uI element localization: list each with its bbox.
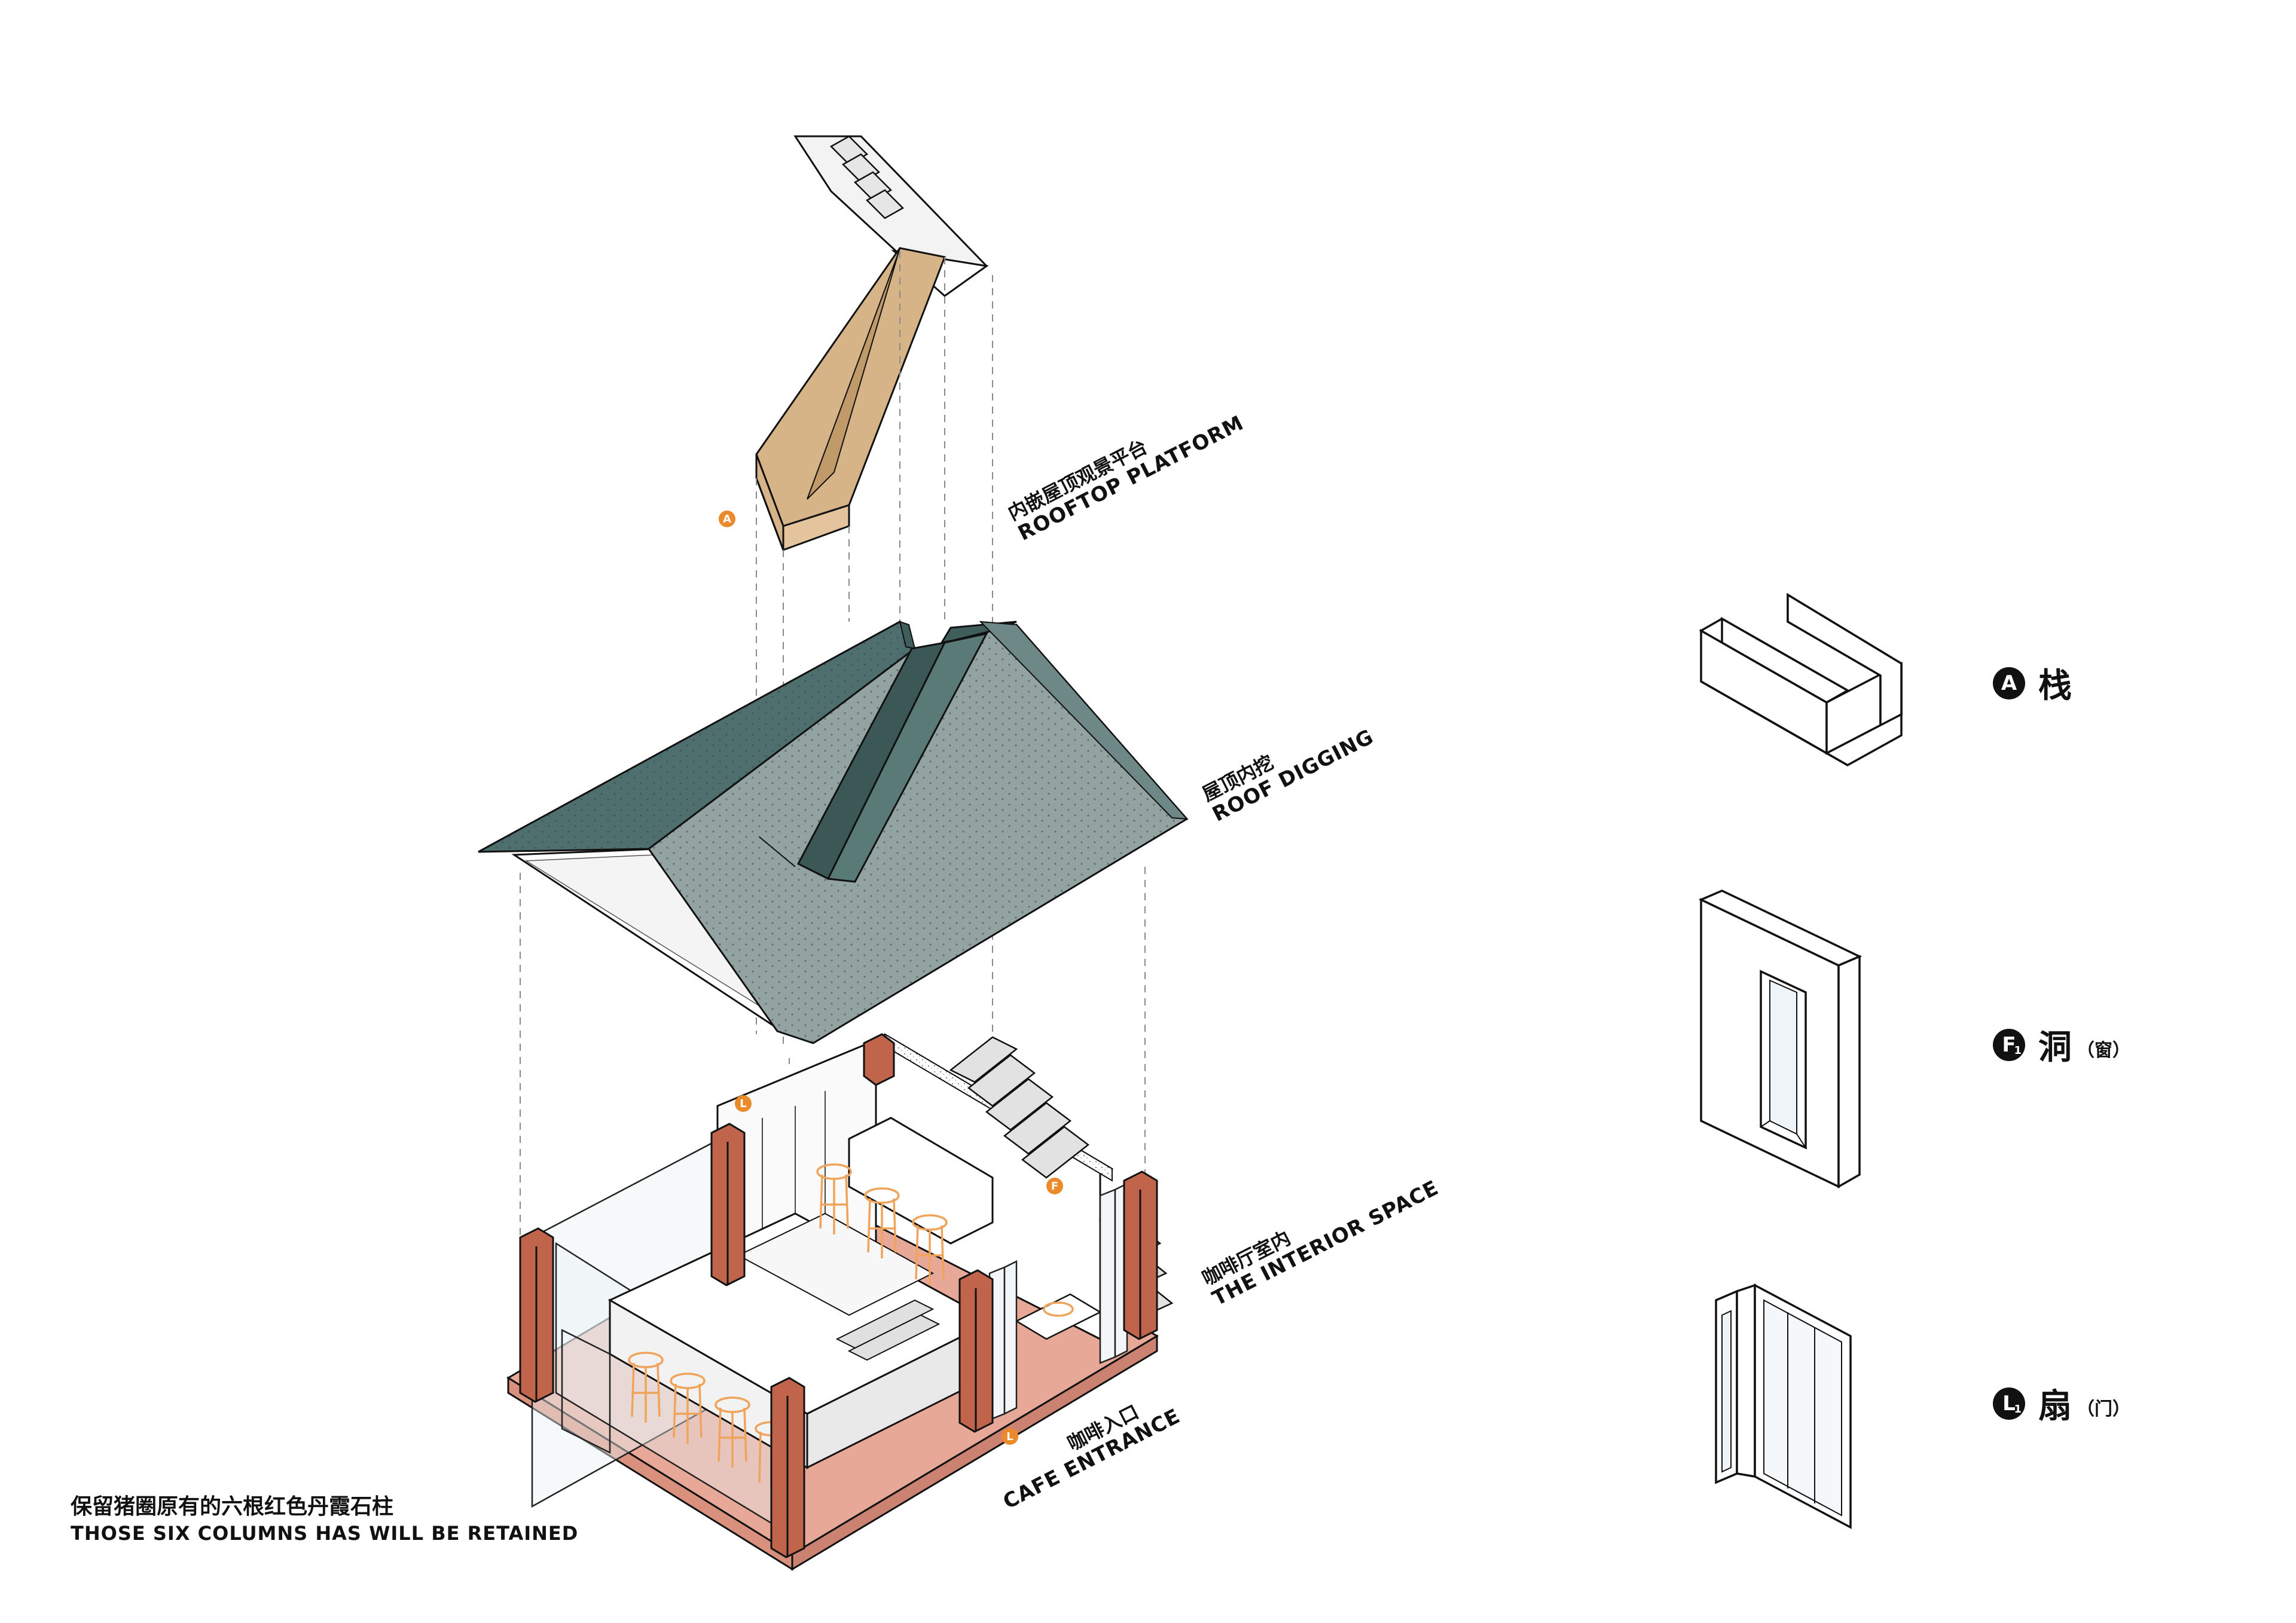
columns-note: 保留猪圈原有的六根红色丹霞石柱 THOSE SIX COLUMNS HAS WI… xyxy=(71,1494,578,1545)
window-tag: F xyxy=(1046,1178,1063,1194)
stool xyxy=(715,1396,750,1468)
interior-space xyxy=(506,1033,1174,1571)
left-door-tag: L xyxy=(735,1095,752,1112)
table xyxy=(1043,1301,1074,1317)
columns-note-en: THOSE SIX COLUMNS HAS WILL BE RETAINED xyxy=(71,1522,579,1545)
column xyxy=(519,1227,554,1403)
stool xyxy=(670,1373,706,1444)
columns-note-cn: 保留猪圈原有的六根红色丹霞石柱 xyxy=(71,1494,394,1519)
stool xyxy=(864,1187,900,1258)
top-stair-steps xyxy=(829,135,905,219)
red-columns xyxy=(519,1033,1158,1558)
stool xyxy=(816,1163,852,1234)
legend-char-l1: 扇 xyxy=(2038,1387,2072,1426)
column xyxy=(710,1123,746,1286)
legend-badge-a: A xyxy=(1993,667,2025,699)
legend-paren-f1: （窗） xyxy=(2077,1040,2130,1061)
legend-char-f1: 洞 xyxy=(2038,1028,2072,1067)
folding-door-icon xyxy=(1715,1283,1852,1529)
legend-char-a: 栈 xyxy=(2038,667,2072,705)
rooftop-platform xyxy=(755,135,989,552)
window-frame-icon xyxy=(1698,890,1863,1189)
u-channel-icon xyxy=(1699,592,1903,767)
legend-item-a: A 栈 xyxy=(1993,659,2072,707)
entrance-door-tag: L xyxy=(1002,1428,1018,1445)
legend-icons xyxy=(1698,592,1903,1529)
stool xyxy=(912,1214,948,1285)
column xyxy=(1123,1170,1158,1340)
legend-paren-l1: （门） xyxy=(2077,1398,2130,1420)
column xyxy=(863,1033,895,1086)
roof xyxy=(478,620,1189,1044)
column xyxy=(958,1269,994,1433)
column xyxy=(770,1377,805,1558)
rooftop-tag: A xyxy=(719,511,735,527)
stool xyxy=(628,1352,664,1423)
